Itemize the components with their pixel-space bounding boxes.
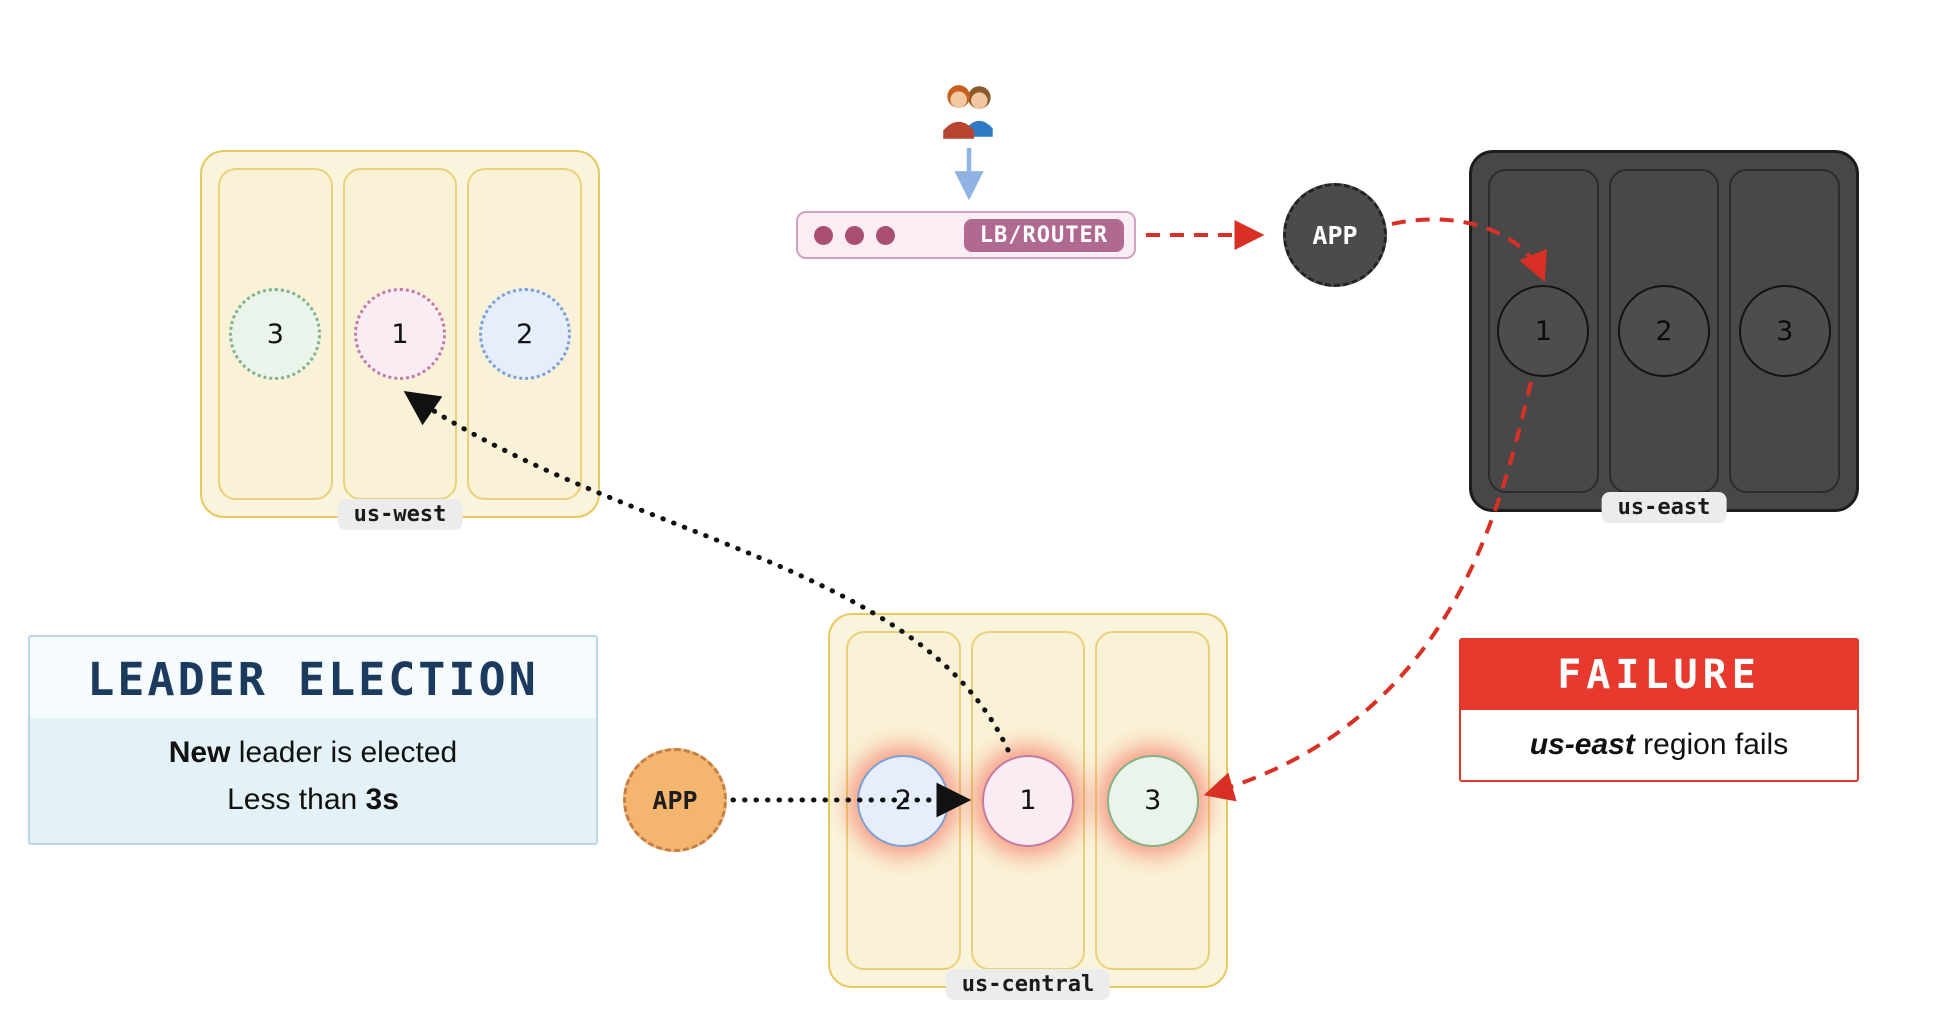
region-label-us-west: us-west	[337, 499, 463, 530]
region-column: 3	[218, 168, 333, 500]
failure-body-rest: region fails	[1634, 728, 1789, 761]
region-label-us-central: us-central	[945, 969, 1111, 1000]
region-column: 1	[970, 631, 1086, 970]
leader-election-callout: LEADER ELECTION New leader is elected Le…	[28, 635, 598, 845]
region-us-central: 2 1 3 us-central	[828, 613, 1228, 1000]
app-top-label: APP	[1312, 220, 1358, 250]
leader-election-line2: Less than 3s	[30, 777, 596, 824]
region-column: 3	[1095, 631, 1211, 970]
node-number: 3	[1144, 785, 1162, 816]
node-number: 1	[391, 318, 409, 350]
users-icon	[936, 82, 1002, 144]
node-us-east-3: 3	[1738, 285, 1831, 377]
node-us-central-1: 1	[982, 754, 1074, 847]
lb-dot	[876, 225, 895, 245]
node-number: 1	[1019, 785, 1037, 816]
lb-dot	[814, 225, 833, 245]
load-balancer: LB/ROUTER	[796, 211, 1136, 259]
failure-title: FAILURE	[1461, 640, 1857, 710]
node-number: 2	[1655, 315, 1673, 347]
region-us-east: 1 2 3 us-east	[1469, 150, 1859, 523]
app-node-top: APP	[1283, 183, 1387, 287]
leader-election-line1-rest: leader is elected	[230, 736, 458, 769]
leader-election-line1: New leader is elected	[30, 730, 596, 777]
node-us-east-1: 1	[1497, 285, 1590, 377]
failure-body-emph: us-east	[1529, 728, 1635, 761]
region-column: 2	[1608, 169, 1720, 493]
leader-election-line1-bold: New	[168, 736, 231, 769]
node-us-west-2: 2	[478, 288, 571, 380]
node-number: 2	[894, 785, 912, 816]
app-node-bottom: APP	[623, 748, 727, 852]
region-us-west: 3 1 2 us-west	[200, 150, 600, 530]
node-us-central-2: 2	[857, 754, 950, 847]
node-number: 2	[516, 318, 534, 350]
leader-election-line2-rest: Less than	[227, 782, 366, 816]
leader-election-body: New leader is elected Less than 3s	[30, 718, 596, 843]
lb-router-label: LB/ROUTER	[963, 218, 1124, 252]
failure-body: us-east region fails	[1461, 710, 1857, 780]
node-number: 1	[1534, 315, 1552, 347]
region-column: 1	[1488, 169, 1599, 493]
region-label-us-east: us-east	[1601, 492, 1727, 523]
leader-election-line2-bold: 3s	[365, 782, 399, 816]
region-column: 2	[846, 631, 961, 970]
failure-callout: FAILURE us-east region fails	[1459, 638, 1859, 782]
region-column: 2	[467, 168, 583, 500]
leader-election-title: LEADER ELECTION	[30, 637, 596, 718]
node-us-west-3: 3	[229, 288, 322, 380]
region-column: 1	[342, 168, 458, 500]
node-number: 3	[1776, 315, 1794, 347]
node-number: 3	[266, 318, 284, 350]
app-bottom-label: APP	[652, 785, 698, 815]
users-icon-graphic	[943, 85, 993, 139]
lb-dot	[845, 225, 864, 245]
node-us-central-3: 3	[1106, 754, 1199, 847]
region-column: 3	[1729, 169, 1841, 493]
node-us-west-1: 1	[354, 288, 446, 380]
node-us-east-2: 2	[1618, 285, 1710, 377]
